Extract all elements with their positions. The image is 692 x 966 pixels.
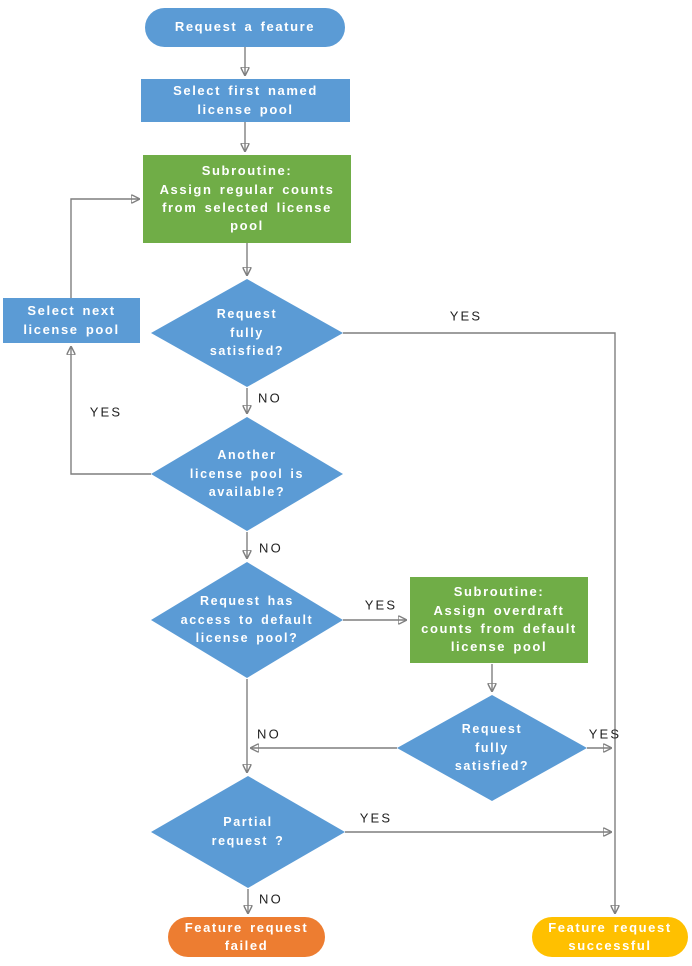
connector-satisfied1-yes-to-success: [343, 332, 615, 913]
connector-select-next-to-assign-regular: [70, 199, 139, 298]
edge-label-another-yes: YES: [89, 404, 123, 420]
edge-label-satisfied1-no: NO: [258, 390, 282, 406]
node-request-a-feature: Request a feature: [145, 8, 345, 47]
edge-label-merge-no: NO: [257, 726, 281, 742]
node-subroutine-assign-overdraft-counts: Subroutine: Assign overdraft counts from…: [410, 577, 588, 663]
edge-label-another-no: NO: [259, 540, 283, 556]
edge-label-satisfied1-yes: YES: [449, 308, 483, 324]
node-select-first-named-license-pool: Select first named license pool: [141, 79, 350, 122]
edge-label-partial-yes: YES: [359, 810, 393, 826]
edge-label-partial-no: NO: [259, 891, 283, 907]
node-feature-request-successful: Feature request successful: [532, 917, 688, 957]
edge-label-access-yes: YES: [364, 597, 398, 613]
edge-label-satisfied2-yes: YES: [588, 726, 622, 742]
node-feature-request-failed: Feature request failed: [168, 917, 325, 957]
node-subroutine-assign-regular-counts: Subroutine: Assign regular counts from s…: [143, 155, 351, 243]
node-select-next-license-pool: Select next license pool: [3, 298, 140, 343]
connector-another-yes-to-select-next: [71, 347, 151, 475]
